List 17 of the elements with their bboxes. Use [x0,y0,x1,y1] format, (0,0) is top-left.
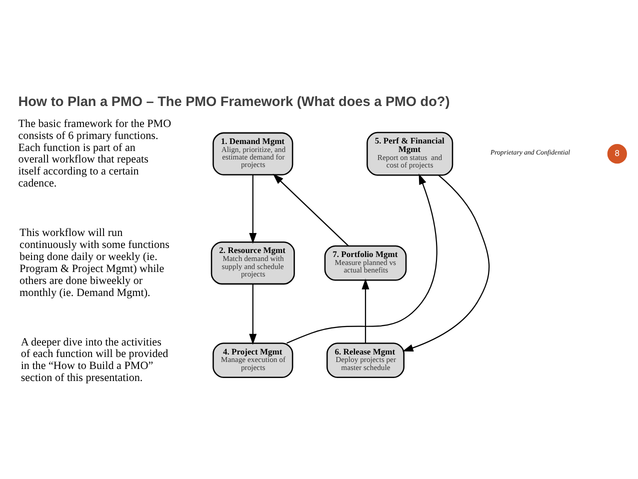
diagram-title: How to Plan a PMO – The PMO Framework (What does a PMO do?) [18,93,450,108]
arrow [249,284,257,344]
label: A deeper dive into the activities of each function will be provided in the “How to Build a PMO” section of this presentation. [20,336,168,384]
arrow [362,278,370,343]
node-box: 4. Project Mgmt Manage execution of projects [212,342,294,378]
arrow [249,174,257,244]
label: The basic framework for the PMO consists of 6 primary functions. Each function is part of an overall workflow that repeats itself according to a certain cadence. [18,117,172,190]
arrow [286,173,438,344]
arrow [272,173,349,246]
node-box: 2. Resource Mgmt Match demand with supply and schedule projects [210,241,295,284]
node-box: 5. Perf & Financial Mgmt Report on status and cost of projects [366,131,454,176]
label: 8 [614,147,620,158]
label: This workflow will run continuously with some functions being done daily or weekly (ie. Program & Project Mgmt) while others are done biweekly or monthly (ie. Demand Mgmt). [20,226,170,298]
node-box: 1. Demand Mgmt Align, prioritize, and estimate demand for projects [212,132,294,175]
node-box: 6. Release Mgmt Deploy projects per master schedule [326,342,405,378]
arrow [402,174,490,352]
node-box: 7. Portfolio Mgmt Measure planned vs actual benefits [324,244,407,280]
